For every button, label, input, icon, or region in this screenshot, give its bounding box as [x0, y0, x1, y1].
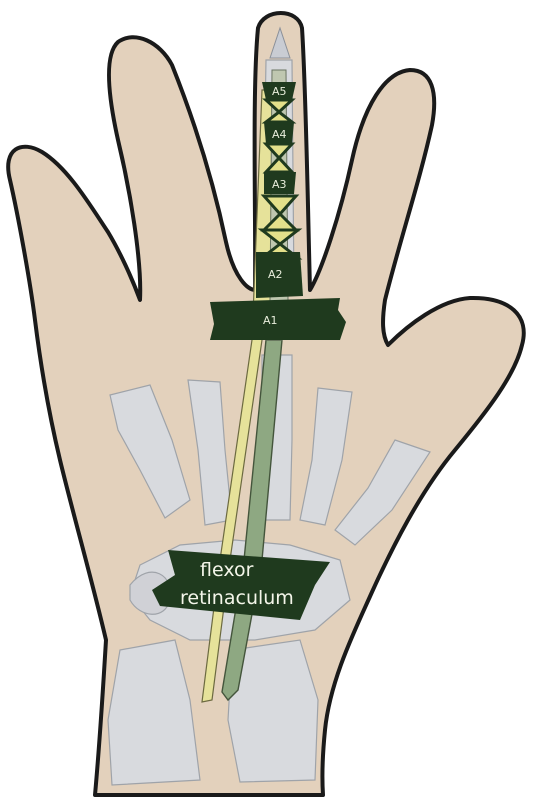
pulley-a4-label: A4 — [272, 128, 287, 141]
pulley-a3-label: A3 — [272, 178, 287, 191]
pulley-a1-label: A1 — [263, 314, 278, 327]
pulley-a1-shape — [210, 298, 346, 340]
pulley-a5-label: A5 — [272, 85, 287, 98]
retinaculum-label-line1: flexor — [200, 559, 254, 581]
pulley-a2-label: A2 — [268, 268, 283, 281]
retinaculum-label-line2: retinaculum — [180, 587, 294, 609]
